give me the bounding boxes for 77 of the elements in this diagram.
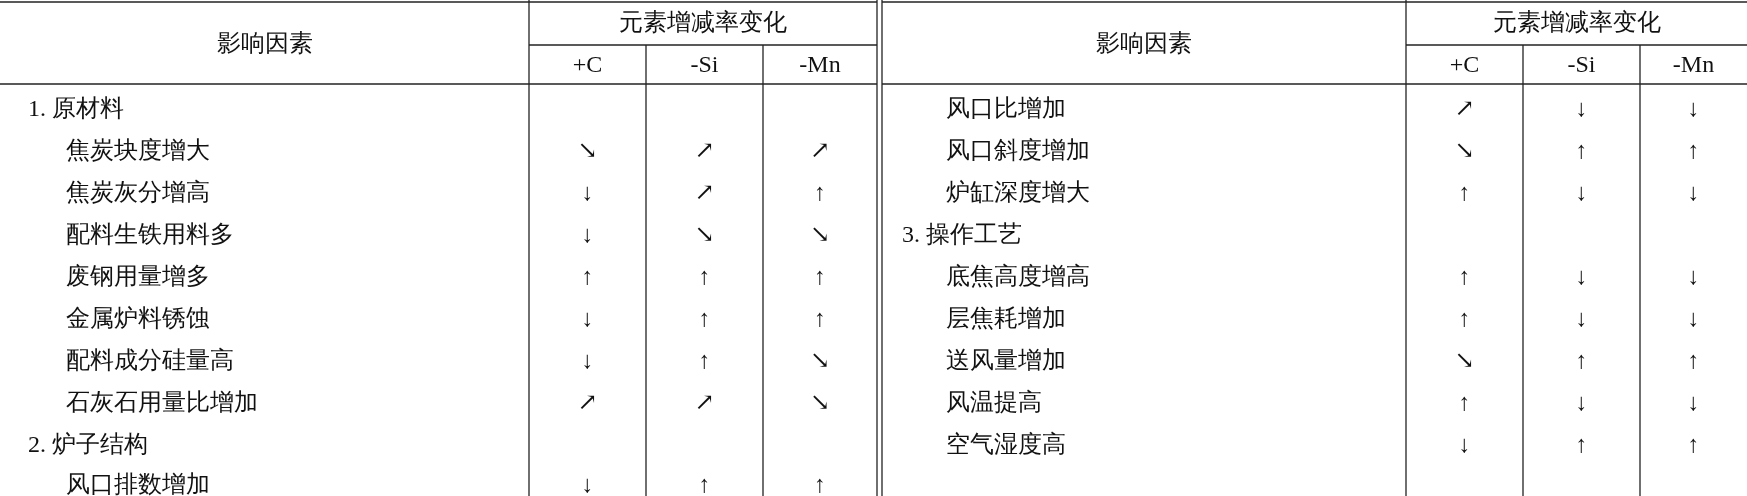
factor-label: 焦炭灰分增高 — [66, 178, 210, 207]
trend-arrow: ↘ — [809, 388, 831, 417]
trend-arrow: ↑ — [698, 262, 711, 291]
trend-arrow: ↓ — [1575, 94, 1588, 123]
trend-arrow: ↓ — [581, 304, 594, 333]
factor-label: 风口比增加 — [946, 94, 1066, 123]
factor-label: 风口排数增加 — [66, 470, 210, 496]
trend-arrow: ↓ — [581, 220, 594, 249]
trend-arrow: ↗ — [694, 136, 715, 165]
trend-arrow: ↓ — [1687, 178, 1700, 207]
section-heading: 1. 原材料 — [28, 94, 124, 123]
trend-arrow: ↓ — [1458, 430, 1471, 459]
column-header: 元素增减率变化 — [619, 8, 787, 37]
trend-arrow: ↓ — [581, 178, 594, 207]
trend-arrow: ↑ — [1575, 136, 1588, 165]
trend-arrow: ↓ — [1687, 94, 1700, 123]
trend-arrow: ↘ — [577, 136, 598, 165]
column-header: -Si — [690, 50, 719, 79]
trend-arrow: ↓ — [581, 470, 594, 496]
trend-arrow: ↑ — [814, 262, 826, 291]
trend-arrow: ↗ — [577, 388, 598, 417]
trend-arrow: ↗ — [694, 388, 715, 417]
column-header: 影响因素 — [216, 29, 313, 58]
factor-label: 层焦耗增加 — [946, 304, 1066, 333]
factor-label: 石灰石用量比增加 — [66, 388, 258, 417]
column-header: +C — [572, 50, 603, 79]
trend-arrow: ↘ — [694, 220, 715, 249]
column-header: 影响因素 — [1096, 29, 1192, 58]
trend-arrow: ↘ — [1454, 136, 1475, 165]
trend-arrow: ↑ — [1575, 430, 1588, 459]
column-header: 元素增减率变化 — [1492, 8, 1661, 37]
trend-arrow: ↘ — [809, 220, 831, 249]
trend-arrow: ↑ — [1687, 430, 1700, 459]
factor-label: 空气湿度高 — [946, 430, 1066, 459]
trend-arrow: ↑ — [581, 262, 594, 291]
factor-label: 炉缸深度增大 — [946, 178, 1090, 207]
column-header: -Mn — [1672, 50, 1715, 79]
factor-label: 配料成分硅量高 — [66, 346, 234, 375]
trend-arrow: ↑ — [1575, 346, 1588, 375]
trend-arrow: ↗ — [1454, 94, 1475, 123]
trend-arrow: ↑ — [698, 346, 711, 375]
trend-arrow: ↓ — [1687, 388, 1700, 417]
factor-label: 配料生铁用料多 — [66, 220, 234, 249]
trend-arrow: ↑ — [698, 470, 711, 496]
factor-label: 焦炭块度增大 — [66, 136, 210, 165]
trend-arrow: ↑ — [1687, 136, 1700, 165]
factor-label: 风口斜度增加 — [946, 136, 1090, 165]
factor-label: 风温提高 — [946, 388, 1042, 417]
trend-arrow: ↓ — [1575, 262, 1588, 291]
trend-arrow: ↑ — [814, 304, 826, 333]
trend-arrow: ↑ — [1687, 346, 1700, 375]
trend-arrow: ↑ — [1458, 262, 1471, 291]
factor-label: 废钢用量增多 — [66, 262, 210, 291]
trend-arrow: ↑ — [698, 304, 711, 333]
section-heading: 2. 炉子结构 — [28, 430, 148, 459]
factor-label: 送风量增加 — [946, 346, 1066, 375]
trend-arrow: ↑ — [1458, 388, 1471, 417]
column-header: -Mn — [799, 50, 841, 79]
trend-arrow: ↓ — [1687, 262, 1700, 291]
trend-arrow: ↓ — [1575, 178, 1588, 207]
trend-arrow: ↘ — [809, 346, 831, 375]
trend-arrow: ↗ — [809, 136, 831, 165]
trend-arrow: ↓ — [1687, 304, 1700, 333]
trend-arrow: ↓ — [1575, 304, 1588, 333]
factor-label: 金属炉料锈蚀 — [66, 304, 210, 333]
section-heading: 3. 操作工艺 — [902, 220, 1022, 249]
column-header: -Si — [1567, 50, 1596, 79]
trend-arrow: ↓ — [1575, 388, 1588, 417]
trend-arrow: ↓ — [581, 346, 594, 375]
trend-arrow: ↑ — [1458, 178, 1471, 207]
factor-label: 底焦高度增高 — [946, 262, 1090, 291]
trend-arrow: ↗ — [694, 178, 715, 207]
trend-arrow: ↑ — [814, 178, 826, 207]
trend-arrow: ↑ — [1458, 304, 1471, 333]
trend-arrow: ↘ — [1454, 346, 1475, 375]
column-header: +C — [1449, 50, 1480, 79]
trend-arrow: ↑ — [814, 470, 826, 496]
